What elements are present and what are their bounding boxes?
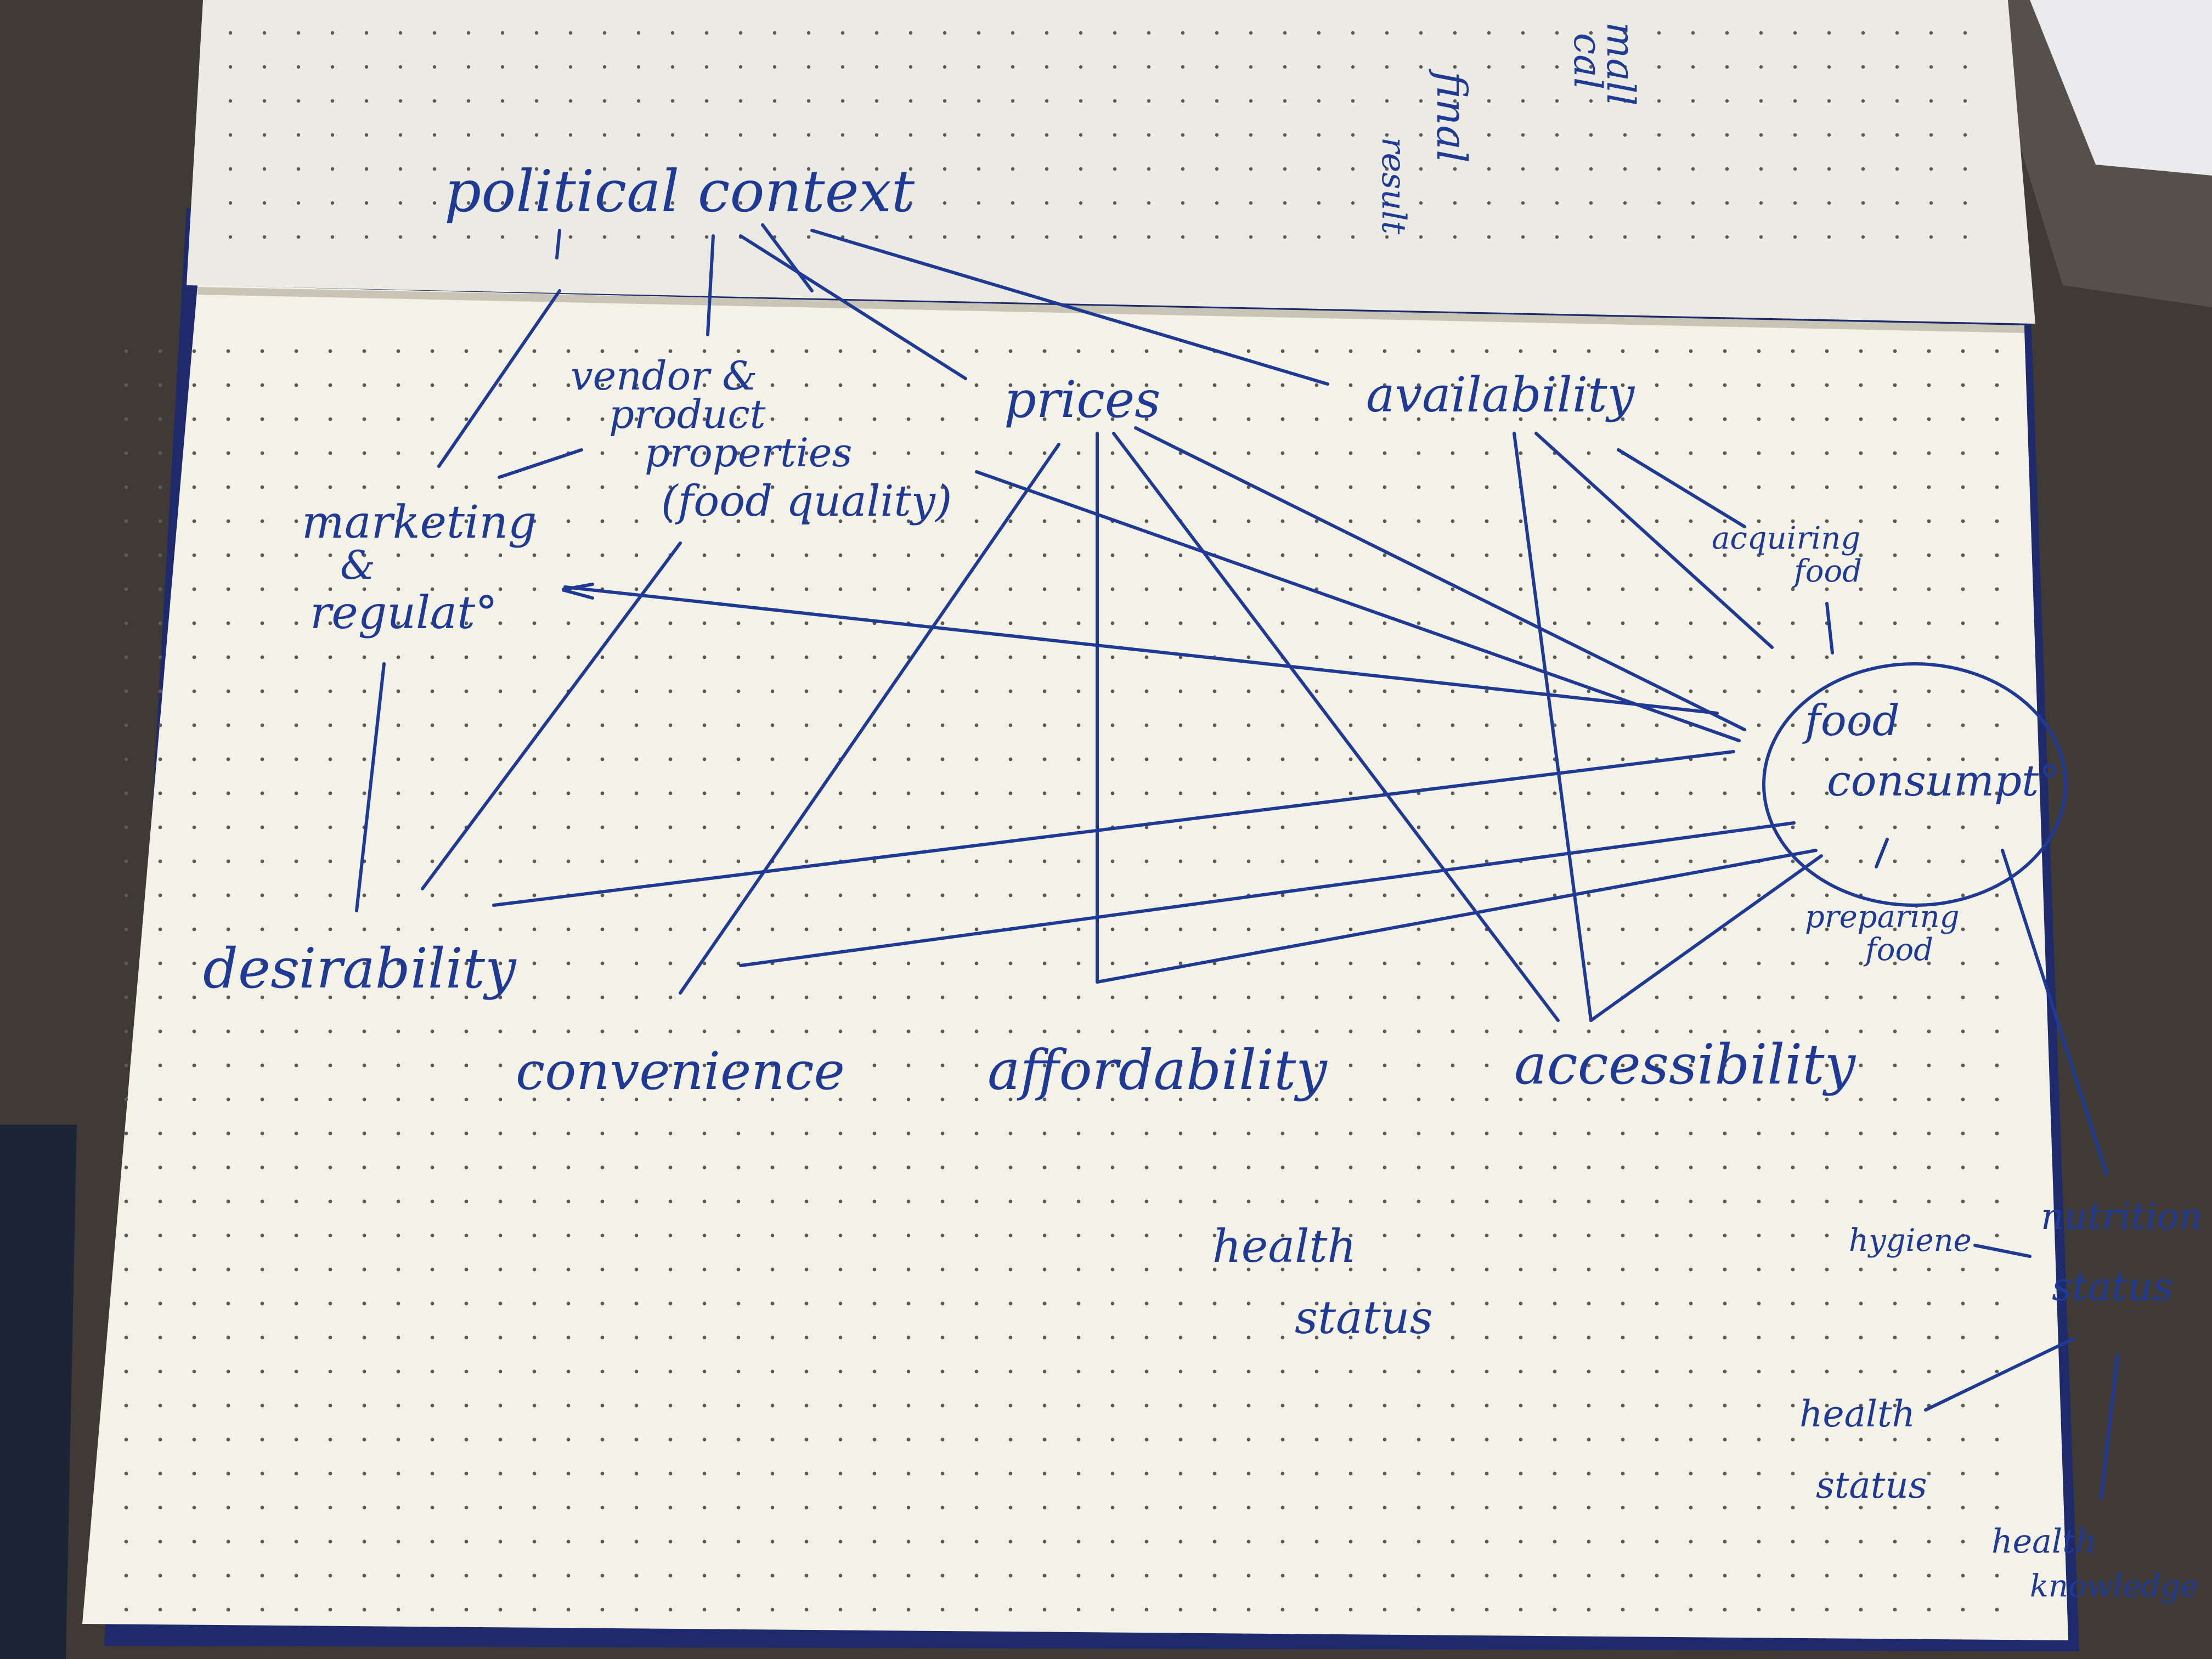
node-acquiring-line-2: food (1792, 554, 1862, 589)
diagram-edges (355, 223, 2119, 1499)
node-marketing-line-2: & (340, 542, 375, 588)
node-health-status-right-line-1: health (1799, 1393, 1915, 1435)
fragment-final: final (1427, 69, 1476, 163)
node-preparing-line-2: food (1863, 932, 1933, 968)
edge-marketing-to-desirability (355, 662, 386, 912)
node-acquiring-line-1: acquiring (1712, 521, 1860, 556)
page-fold (197, 287, 2025, 333)
top-page (187, 0, 2035, 324)
node-convenience: convenience (516, 1041, 845, 1102)
node-marketing-line-1: marketing (302, 496, 537, 549)
edge-political-to-availability (810, 229, 1329, 386)
edge-nutrition-to-health (1924, 1337, 2075, 1412)
edge-convenience-to-food (739, 821, 1796, 967)
node-prices: prices (1004, 370, 1160, 429)
edge-prices-to-food (1134, 426, 1746, 731)
edge-political-to-vendor (706, 234, 715, 336)
arrowhead-marketing (562, 583, 594, 600)
edge-hygiene-to-nutrition (1973, 1244, 2032, 1258)
node-nutrition-status-line-2: status (2052, 1263, 2173, 1310)
edge-food-to-preparing (1875, 838, 1889, 868)
node-affordability: affordability (988, 1038, 1328, 1102)
node-vendor-line-2: product (609, 391, 766, 437)
edge-prices-to-convenience (679, 443, 1060, 995)
node-food-consumption-line-1: food (1802, 696, 1900, 746)
edge-availability-to-accessibility (1513, 432, 1593, 1022)
edge-nutrition-to-knowledge (2100, 1353, 2119, 1499)
node-nutrition-status-line-1: nutrition (2041, 1195, 2202, 1238)
node-preparing-line-1: preparing (1805, 899, 1960, 935)
node-marketing-line-3: regulat° (310, 587, 498, 639)
node-health-status-center-line-2: status (1295, 1292, 1433, 1344)
edge-affordability-to-food (1096, 849, 1818, 984)
fragment-result: result (1374, 137, 1413, 235)
node-vendor-line-1: vendor & (571, 353, 758, 399)
edge-political-tick (555, 229, 561, 259)
dot-grid (124, 31, 1999, 1612)
edge-accessibility-to-food (1589, 854, 1823, 1022)
edge-political-to-prices-b (761, 223, 814, 292)
node-health-knowledge-line-2: knowledge (2030, 1568, 2199, 1604)
edge-vendor-to-marketing (498, 448, 583, 479)
node-vendor-line-4: (food quality) (661, 477, 952, 526)
edge-availability-to-food (1534, 432, 1774, 649)
edge-political-to-prices-a (739, 234, 967, 380)
node-hygiene: hygiene (1849, 1223, 1972, 1259)
edge-vendor-to-desirability (421, 541, 682, 890)
node-political-context: political context (444, 158, 915, 225)
fragment-cal: cal (1565, 33, 1610, 89)
edge-acquiring-to-food (1825, 602, 1834, 654)
node-food-consumption-line-2: consumpt° (1827, 757, 2060, 806)
node-health-status-right-line-2: status (1816, 1464, 1927, 1506)
edge-availability-to-acquiring (1617, 448, 1746, 528)
food-consumption-circle (1762, 662, 2067, 907)
desk-edge-left (0, 1125, 77, 1659)
node-availability: availability (1366, 366, 1635, 423)
edge-desirability-to-food (492, 750, 1735, 907)
node-desirability: desirability (203, 936, 517, 1001)
edge-prices-to-accessibility (1112, 432, 1560, 1022)
edge-vendor-to-food (975, 470, 1741, 742)
node-vendor-line-3: properties (645, 430, 853, 476)
laptop-edge (2030, 0, 2212, 176)
node-accessibility: accessibility (1514, 1032, 1857, 1097)
fragment-mall: mall (1598, 22, 1643, 106)
edge-political-to-marketing (437, 289, 561, 468)
edge-food-to-marketing (563, 585, 1719, 715)
node-health-status-center-line-1: health (1212, 1221, 1356, 1273)
main-page (82, 285, 2068, 1640)
edge-food-to-nutrition (2001, 849, 2108, 1176)
node-health-knowledge-line-1: health (1991, 1522, 2097, 1561)
